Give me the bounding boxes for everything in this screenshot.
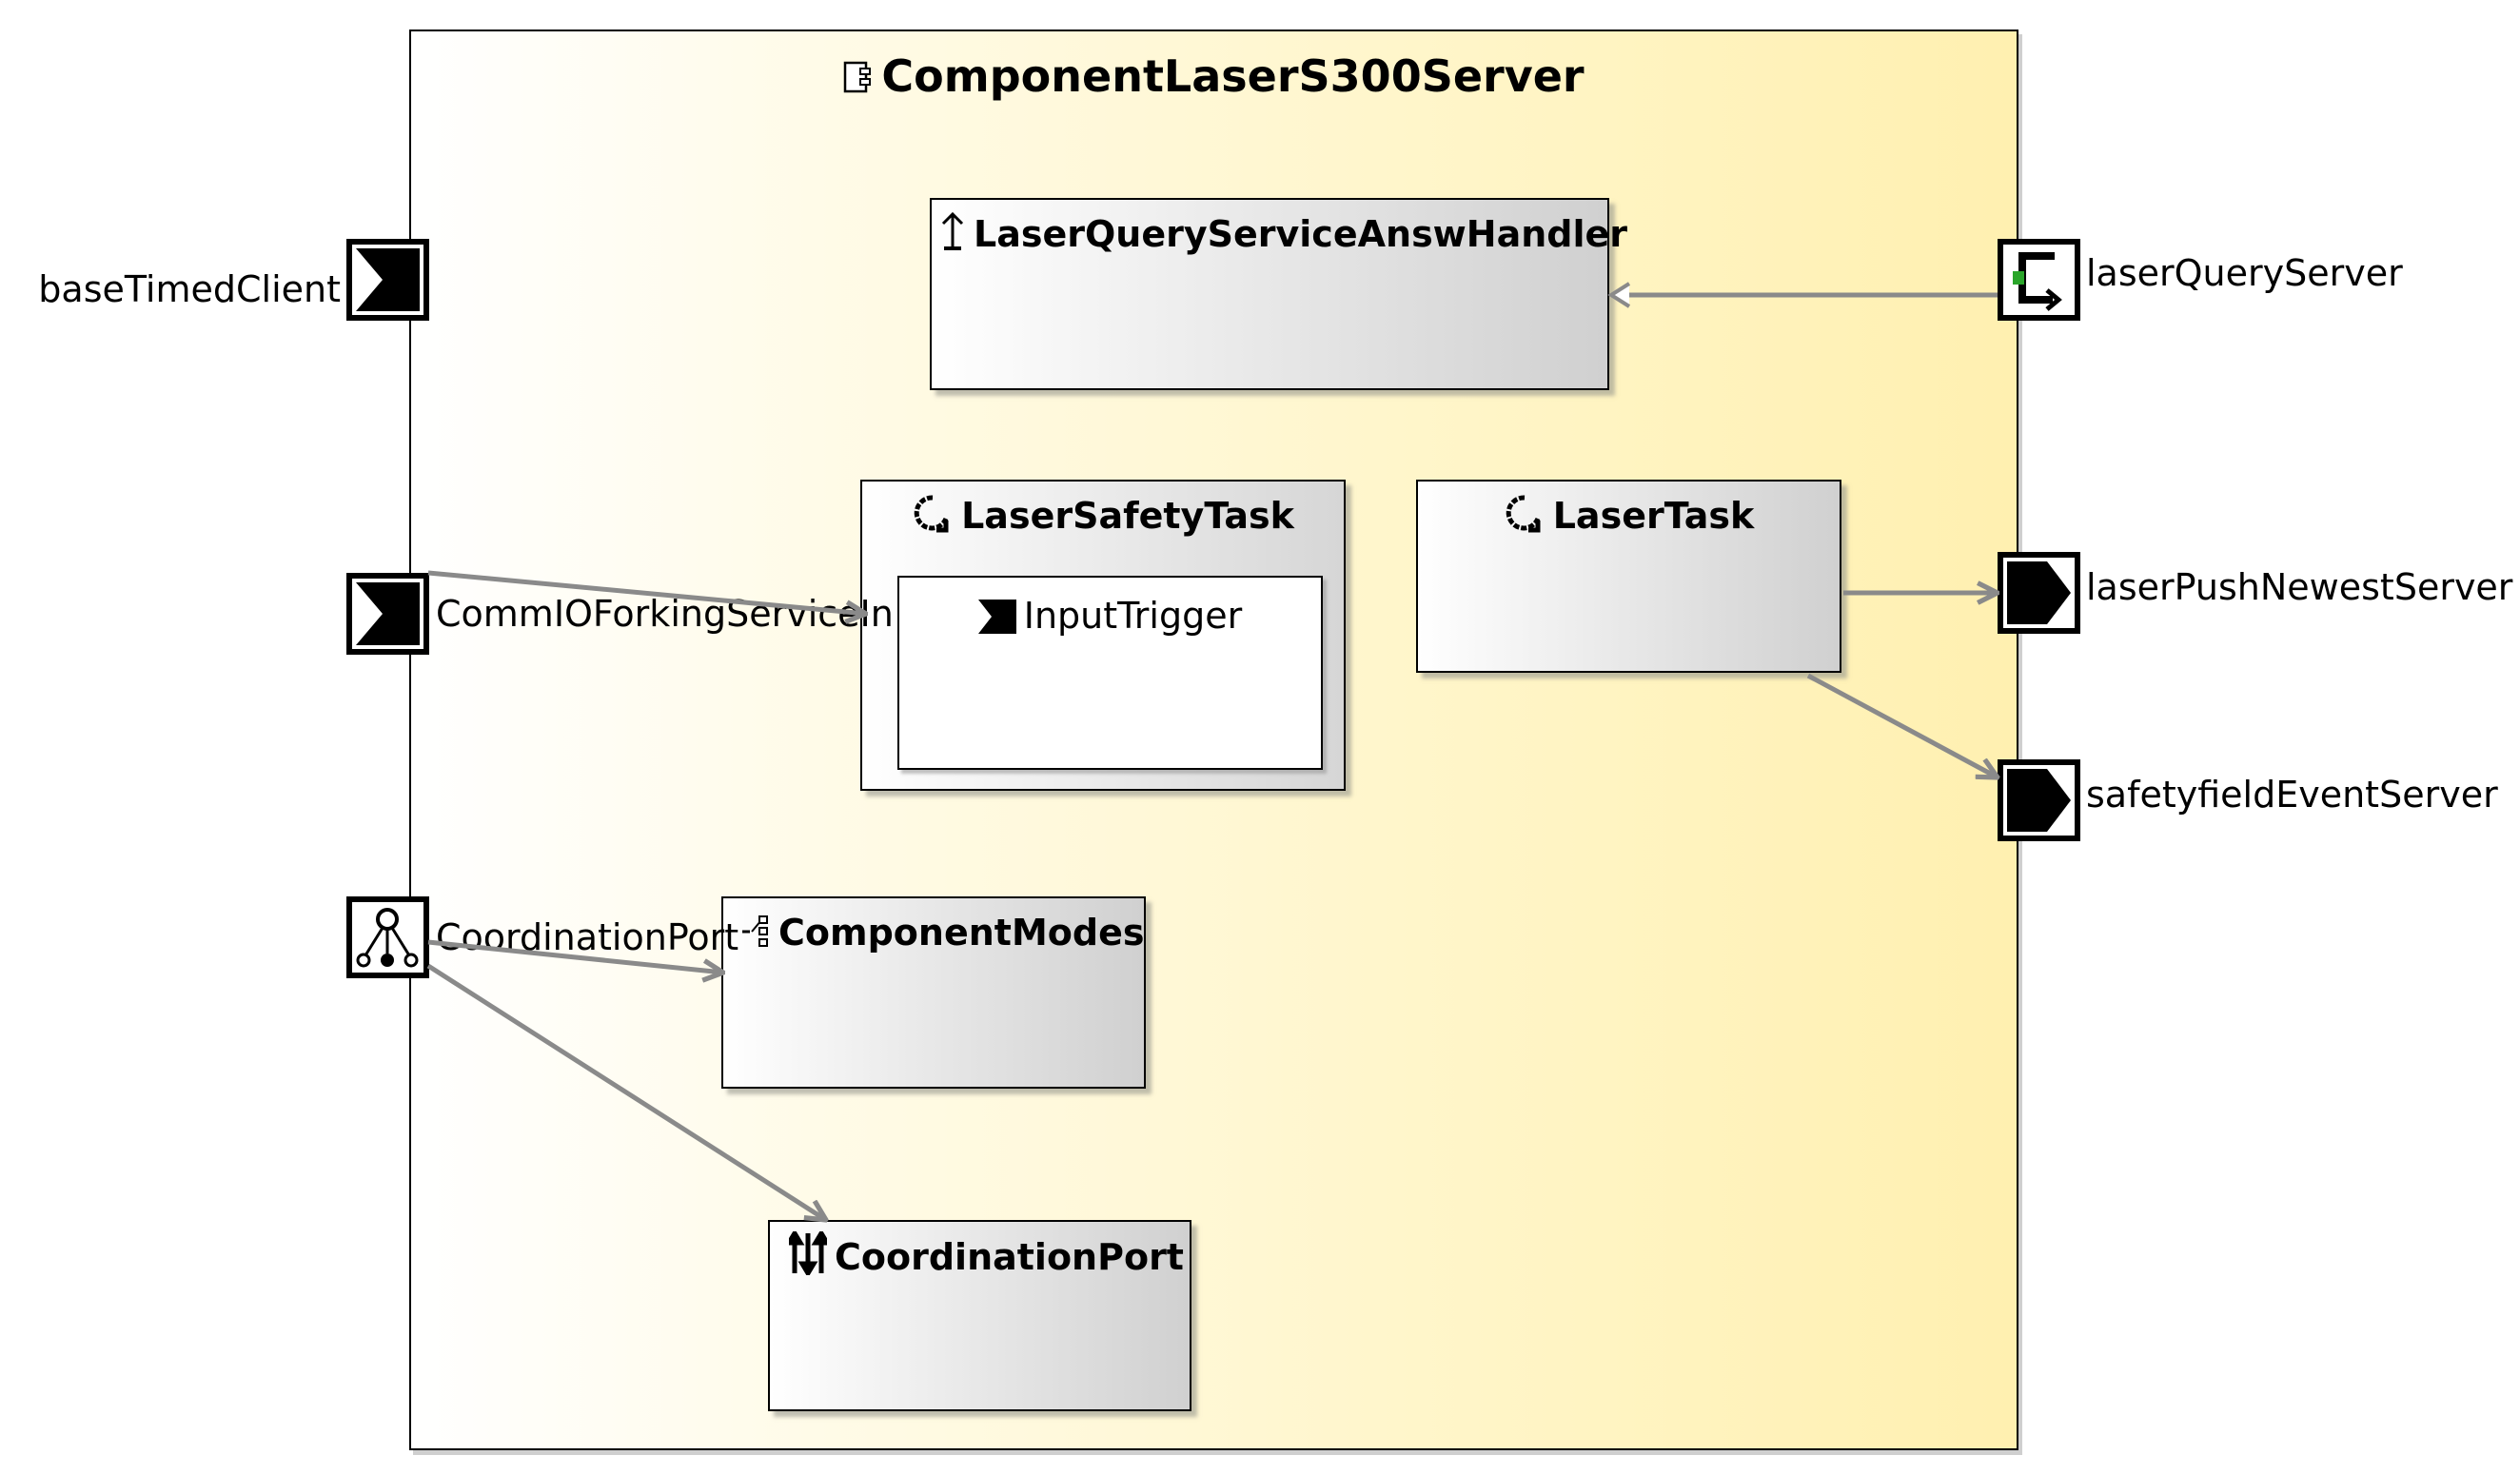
input-trigger[interactable]: InputTrigger bbox=[897, 576, 1323, 770]
up-arrow-handler-icon bbox=[941, 211, 964, 250]
coordination-port-element[interactable]: CoordinationPort bbox=[768, 1220, 1191, 1411]
port-laser-push-newest-server[interactable] bbox=[1998, 552, 2080, 634]
input-port-icon bbox=[356, 582, 420, 645]
port-label-laser-push-newest-server: laserPushNewestServer bbox=[2086, 566, 2513, 608]
port-label-coordination: CoordinationPort bbox=[436, 916, 739, 958]
task-laser[interactable]: LaserTask bbox=[1416, 480, 1841, 673]
port-label-laser-query-server: laserQueryServer bbox=[2086, 252, 2403, 294]
port-label-safetyfield-event-server: safetyfieldEventServer bbox=[2086, 774, 2498, 816]
component-icon bbox=[844, 61, 872, 93]
component-title: ComponentLaserS300Server bbox=[409, 48, 2018, 105]
query-server-icon bbox=[2013, 252, 2062, 311]
task-name: LaserSafetyTask bbox=[961, 495, 1294, 537]
task-loop-icon bbox=[914, 495, 949, 533]
input-port-icon bbox=[977, 600, 1016, 634]
task-loop-icon bbox=[1506, 495, 1541, 533]
coordination-port-name: CoordinationPort bbox=[835, 1236, 1184, 1278]
coordination-port-icon bbox=[356, 908, 419, 968]
port-comm-io-forking-service-in[interactable] bbox=[346, 573, 429, 655]
input-trigger-name: InputTrigger bbox=[1023, 595, 1243, 637]
port-label-base-timed-client: baseTimedClient bbox=[38, 268, 341, 310]
input-port-icon bbox=[356, 248, 420, 311]
port-label-comm-io-forking-service-in: CommIOForkingServiceIn bbox=[436, 593, 894, 635]
handler-laser-query-service-answ[interactable]: LaserQueryServiceAnswHandler bbox=[930, 198, 1627, 390]
port-safetyfield-event-server[interactable] bbox=[1998, 759, 2080, 841]
output-port-icon bbox=[2007, 769, 2071, 832]
task-name: LaserTask bbox=[1552, 495, 1755, 537]
component-name: ComponentLaserS300Server bbox=[881, 50, 1585, 102]
mode-tree-icon bbox=[742, 915, 768, 947]
port-coordination[interactable] bbox=[346, 896, 429, 978]
port-base-timed-client[interactable] bbox=[346, 239, 429, 321]
output-port-icon bbox=[2007, 561, 2071, 624]
sliders-icon bbox=[784, 1229, 832, 1278]
component-modes[interactable]: ComponentModes bbox=[721, 896, 1146, 1089]
handler-name: LaserQueryServiceAnswHandler bbox=[974, 213, 1628, 255]
task-laser-safety[interactable]: LaserSafetyTask InputTrigger bbox=[860, 480, 1346, 791]
port-laser-query-server[interactable] bbox=[1998, 239, 2080, 321]
component-modes-name: ComponentModes bbox=[778, 912, 1145, 954]
